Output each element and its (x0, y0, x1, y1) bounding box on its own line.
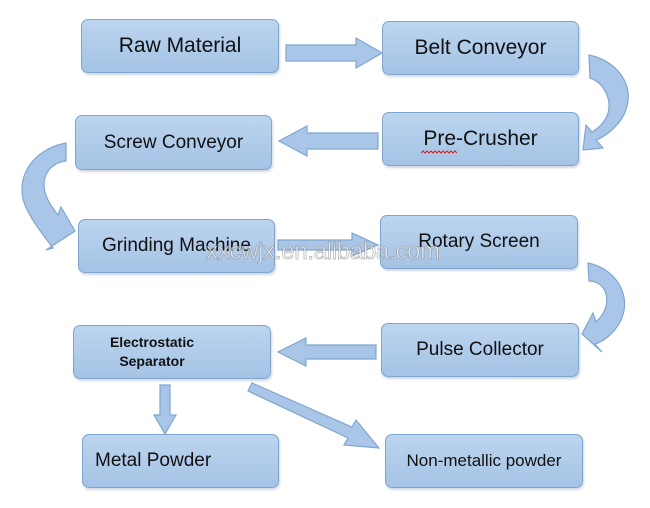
arrow-grinding-to-rotary (277, 232, 380, 257)
node-raw-material[interactable]: Raw Material (81, 19, 279, 73)
node-label: Non-metallic powder (406, 451, 562, 470)
node-label: Pulse Collector (416, 339, 544, 360)
node-label: Belt Conveyor (414, 36, 547, 59)
node-label-line1: Electrostatic (109, 334, 195, 350)
node-label: Pre-Crusher (423, 127, 538, 150)
node-grinding-machine[interactable]: Grinding Machine (78, 219, 275, 273)
node-pulse-collector[interactable]: Pulse Collector (381, 323, 579, 377)
curved-arrow-belt-to-precrusher (582, 54, 629, 151)
node-pre-crusher[interactable]: Pre-Crusher (382, 112, 579, 166)
node-label: Rotary Screen (418, 231, 540, 252)
node-screw-conveyor[interactable]: Screw Conveyor (75, 115, 272, 170)
node-label: Grinding Machine (102, 235, 251, 256)
arrow-separator-to-metal (152, 384, 178, 436)
node-electrostatic-separator[interactable]: Electrostatic Separator (73, 325, 271, 379)
curved-arrow-rotary-to-pulse (581, 262, 626, 353)
node-label-line2: Separator (119, 353, 185, 369)
spellcheck-underline (421, 150, 458, 154)
node-label: Screw Conveyor (103, 131, 244, 153)
arrow-separator-to-nonmetal (247, 382, 381, 449)
arrow-raw-to-belt (285, 36, 384, 70)
node-label: Metal Powder (95, 450, 212, 471)
node-label: Raw Material (118, 34, 242, 57)
node-non-metallic-powder[interactable]: Non-metallic powder (385, 434, 583, 488)
arrow-precrusher-to-screw (277, 124, 379, 158)
node-metal-powder[interactable]: Metal Powder (82, 434, 279, 488)
node-rotary-screen[interactable]: Rotary Screen (380, 215, 578, 269)
arrow-pulse-to-separator (276, 337, 377, 367)
node-belt-conveyor[interactable]: Belt Conveyor (382, 21, 579, 75)
curved-arrow-screw-to-grinding (21, 142, 76, 251)
